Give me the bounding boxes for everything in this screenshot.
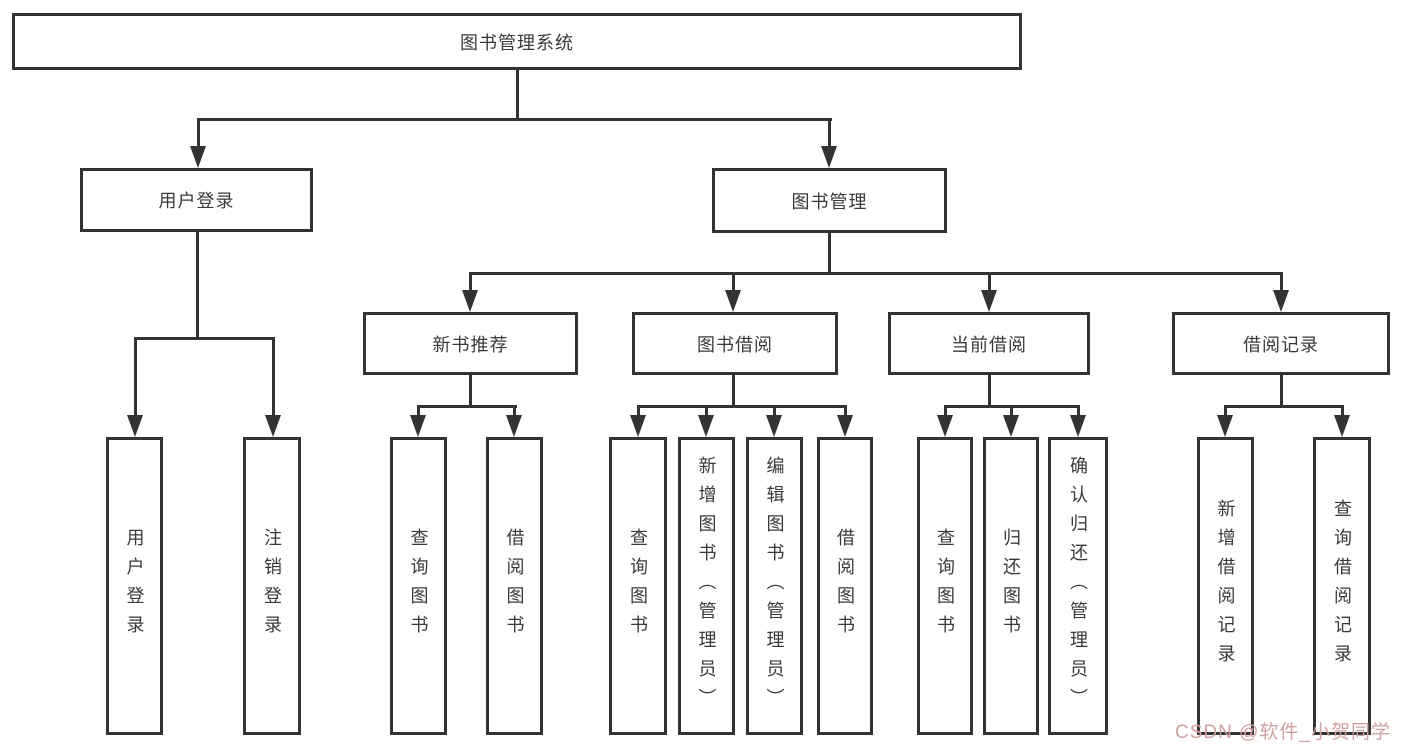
connector-line — [134, 340, 137, 418]
node-book-borrow: 图书借阅 — [632, 312, 838, 375]
connector-line — [988, 275, 991, 293]
leaf-return-books-label: 归还图书 — [1001, 528, 1021, 644]
arrow-down-icon — [265, 415, 281, 437]
arrow-down-icon — [1070, 415, 1086, 437]
arrow-down-icon — [981, 290, 997, 312]
leaf-query-books-2-label: 查询图书 — [628, 528, 648, 644]
arrow-down-icon — [698, 415, 714, 437]
connector-line — [1224, 405, 1344, 408]
connector-line — [1280, 375, 1283, 408]
leaf-user-login-label: 用户登录 — [124, 528, 145, 644]
leaf-borrow-books-1: 借阅图书 — [486, 437, 543, 735]
node-borrow-records: 借阅记录 — [1172, 312, 1390, 375]
connector-line — [469, 272, 1283, 275]
leaf-logout-label: 注销登录 — [262, 528, 282, 644]
leaf-user-login: 用户登录 — [106, 437, 163, 735]
node-user-login-label: 用户登录 — [158, 191, 235, 211]
leaf-query-books-3-label: 查询图书 — [935, 528, 955, 644]
leaf-add-borrow-record: 新增借阅记录 — [1197, 437, 1254, 735]
connector-line — [469, 275, 472, 293]
node-library-management-system-label: 图书管理系统 — [460, 32, 574, 53]
node-user-login: 用户登录 — [80, 168, 313, 232]
arrow-down-icon — [1273, 290, 1289, 312]
leaf-edit-book-admin-label: 编辑图书（管理员） — [764, 455, 785, 717]
arrow-down-icon — [506, 415, 522, 437]
leaf-confirm-return-admin-label: 确认归还（管理员） — [1068, 455, 1088, 717]
leaf-logout: 注销登录 — [243, 437, 301, 735]
connector-line — [637, 408, 640, 418]
connector-line — [844, 408, 847, 418]
connector-line — [1077, 408, 1080, 418]
leaf-query-books-2: 查询图书 — [609, 437, 667, 735]
connector-line — [732, 275, 735, 293]
connector-line — [1224, 408, 1227, 418]
node-borrow-records-label: 借阅记录 — [1243, 334, 1319, 355]
arrow-down-icon — [410, 415, 426, 437]
node-current-borrow: 当前借阅 — [888, 312, 1090, 375]
leaf-query-books-1: 查询图书 — [390, 437, 447, 735]
connector-line — [134, 337, 275, 340]
arrow-down-icon — [190, 146, 206, 168]
leaf-query-borrow-record: 查询借阅记录 — [1313, 437, 1371, 735]
arrow-down-icon — [1217, 415, 1233, 437]
leaf-edit-book-admin: 编辑图书（管理员） — [746, 437, 803, 735]
leaf-borrow-books-2: 借阅图书 — [817, 437, 873, 735]
leaf-confirm-return-admin: 确认归还（管理员） — [1048, 437, 1108, 735]
arrow-down-icon — [937, 415, 953, 437]
leaf-query-borrow-record-label: 查询借阅记录 — [1332, 499, 1352, 673]
arrow-down-icon — [821, 146, 837, 168]
connector-line — [272, 340, 275, 418]
arrow-down-icon — [630, 415, 646, 437]
connector-line — [197, 118, 832, 121]
connector-line — [1010, 408, 1013, 418]
leaf-add-book-admin: 新增图书（管理员） — [678, 437, 735, 735]
arrow-down-icon — [837, 415, 853, 437]
node-library-management-system: 图书管理系统 — [12, 13, 1022, 70]
csdn-watermark: CSDN @软件_小贺同学 — [1175, 722, 1391, 743]
leaf-add-book-admin-label: 新增图书（管理员） — [696, 455, 717, 717]
connector-line — [196, 232, 199, 340]
arrow-down-icon — [127, 415, 143, 437]
node-book-borrow-label: 图书借阅 — [697, 334, 773, 355]
node-book-management: 图书管理 — [712, 168, 947, 233]
connector-line — [773, 408, 776, 418]
node-book-management-label: 图书管理 — [791, 191, 868, 212]
arrow-down-icon — [766, 415, 782, 437]
arrow-down-icon — [725, 290, 741, 312]
connector-line — [469, 375, 472, 408]
leaf-return-books: 归还图书 — [983, 437, 1039, 735]
arrow-down-icon — [1003, 415, 1019, 437]
connector-line — [1280, 275, 1283, 293]
connector-line — [944, 408, 947, 418]
node-current-borrow-label: 当前借阅 — [951, 334, 1027, 355]
connector-line — [197, 121, 200, 149]
node-new-book-recommend-label: 新书推荐 — [432, 334, 509, 355]
leaf-borrow-books-2-label: 借阅图书 — [835, 528, 855, 644]
connector-line — [732, 375, 735, 408]
node-new-book-recommend: 新书推荐 — [363, 312, 578, 375]
leaf-query-books-3: 查询图书 — [917, 437, 973, 735]
connector-line — [1341, 408, 1344, 418]
connector-line — [705, 408, 708, 418]
connector-line — [944, 405, 1080, 408]
connector-line — [417, 408, 420, 418]
connector-line — [513, 408, 516, 418]
arrow-down-icon — [1334, 415, 1350, 437]
connector-line — [828, 233, 831, 275]
connector-line — [828, 121, 831, 149]
connector-line — [637, 405, 847, 408]
leaf-query-books-1-label: 查询图书 — [408, 528, 429, 644]
leaf-add-borrow-record-label: 新增借阅记录 — [1215, 499, 1236, 673]
arrow-down-icon — [462, 290, 478, 312]
connector-line — [516, 70, 519, 118]
connector-line — [988, 375, 991, 408]
leaf-borrow-books-1-label: 借阅图书 — [504, 528, 525, 644]
connector-line — [417, 405, 517, 408]
